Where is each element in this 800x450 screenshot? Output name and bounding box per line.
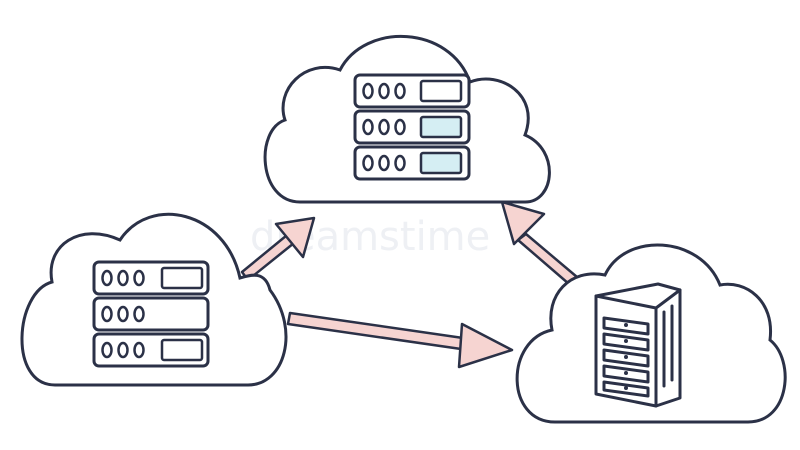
cloud-left (20, 212, 288, 387)
link-right-to-top (500, 200, 579, 286)
link-left-to-top (240, 216, 316, 282)
cloud-right (515, 243, 787, 424)
server-rack-icon (353, 73, 471, 181)
link-left-to-right (286, 311, 514, 369)
server-rack-icon (92, 260, 210, 368)
cloud-top (263, 34, 551, 204)
server-tower-icon (594, 282, 682, 408)
